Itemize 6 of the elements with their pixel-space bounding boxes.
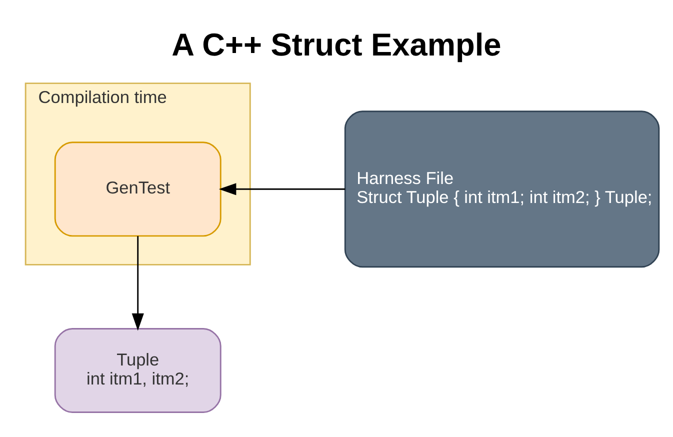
arrow — [132, 236, 144, 330]
arrow — [218, 182, 346, 195]
node-box: Harness File Struct Tuple { int itm1; int itm2; } Tuple; — [344, 110, 660, 268]
node-box: Tuple int itm1, itm2; — [54, 328, 222, 412]
diagram-title: A C++ Struct Example — [172, 26, 502, 62]
node-box: GenTest — [54, 141, 222, 236]
